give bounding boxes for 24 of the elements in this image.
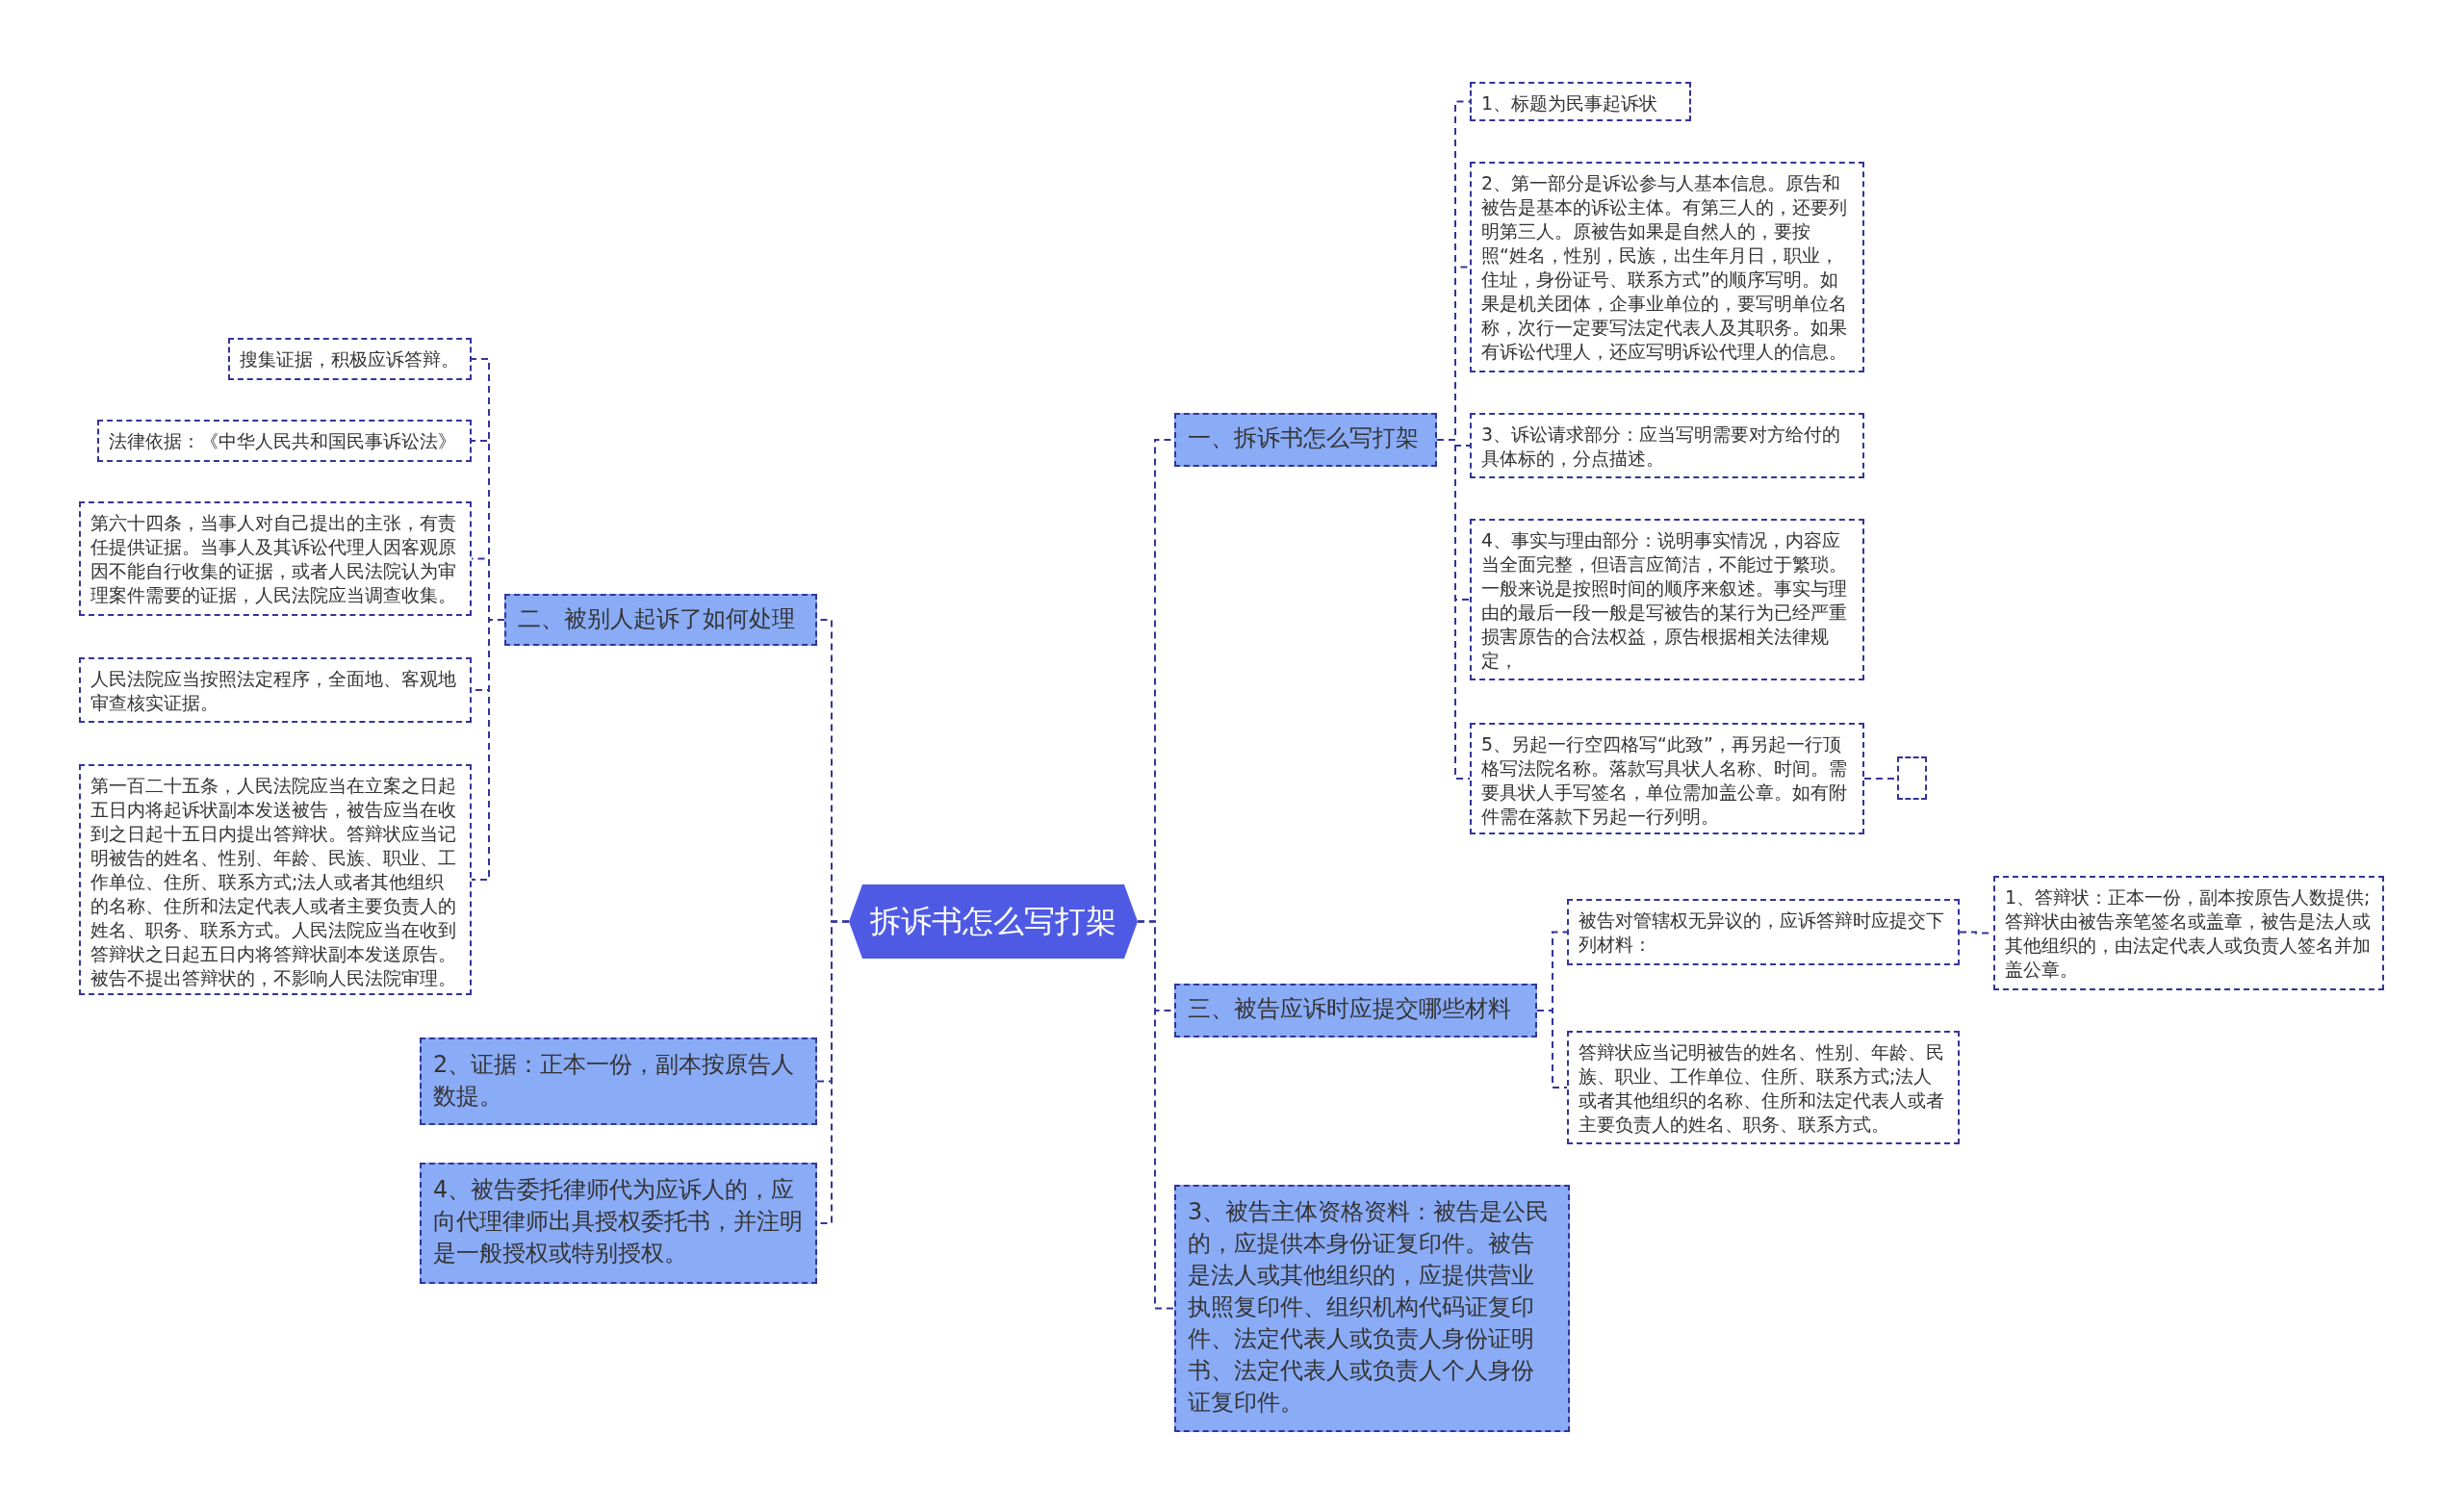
topic-box: 4、被告委托律师代为应诉人的，应向代理律师出具授权委托书，并注明是一般授权或特别授权。 (420, 1163, 817, 1284)
note-box: 1、标题为民事起诉状 (1470, 82, 1691, 121)
empty-box (1897, 756, 1927, 800)
note-box: 4、事实与理由部分：说明事实情况，内容应当全面完整，但语言应简洁，不能过于繁琐。一般来说是按照时间的顺序来叙述。事实与理由的最后一段一般是写被告的某行为已经严重损害原告的合法权益，原告根据相关法律规定， (1470, 519, 1864, 680)
connector-line (471, 619, 505, 881)
connector-line (1536, 1010, 1568, 1088)
note-box: 第六十四条，当事人对自己提出的主张，有责任提供证据。当事人及其诉讼代理人因客观原因不能自行收集的证据，或者人民法院认为审理案件需要的证据，人民法院应当调查收集。 (79, 501, 472, 616)
topic-box: 一、拆诉书怎么写打架 (1174, 413, 1437, 467)
topic-box: 三、被告应诉时应提交哪些材料 (1174, 984, 1537, 1037)
central-topic: 拆诉书怎么写打架 (849, 884, 1138, 959)
note-box: 第一百二十五条，人民法院应当在立案之日起五日内将起诉状副本发送被告，被告应当在收到之日起十五日内提出答辩状。答辩状应当记明被告的姓名、性别、年龄、民族、职业、工作单位、住所、联系方式;法人或者其他组织的名称、住所和法定代表人或者主要负责人的姓名、职务、联系方式。人民法院应当在收到答辩状之日起五日内将答辩状副本发送原告。被告不提出答辩状的，不影响人民法院审理。 (79, 764, 472, 995)
note-box: 1、答辩状：正本一份，副本按原告人数提供;答辩状由被告亲笔签名或盖章，被告是法人或其他组织的，由法定代表人或负责人签名并加盖公章。 (1993, 876, 2384, 990)
note-box: 答辩状应当记明被告的姓名、性别、年龄、民族、职业、工作单位、住所、联系方式;法人或者其他组织的名称、住所和法定代表人或者主要负责人的姓名、职务、联系方式。 (1567, 1031, 1960, 1144)
note-box: 人民法院应当按照法定程序，全面地、客观地审查核实证据。 (79, 657, 472, 723)
note-box: 法律依据：《中华人民共和国民事诉讼法》 (97, 420, 472, 462)
note-box: 搜集证据，积极应诉答辩。 (228, 338, 472, 380)
note-box: 2、第一部分是诉讼参与人基本信息。原告和被告是基本的诉讼主体。有第三人的，还要列明第三人。原被告如果是自然人的，要按照“姓名，性别，民族，出生年月日，职业，住址，身份证号、联系方式”的顺序写明。如果是机关团体，企事业单位的，要写明单位名称，次行一定要写法定代表人及其职务。如果有诉讼代理人，还应写明诉讼代理人的信息。 (1470, 162, 1864, 372)
topic-box: 2、证据：正本一份，副本按原告人数提。 (420, 1037, 817, 1125)
note-box: 被告对管辖权无异议的，应诉答辩时应提交下列材料： (1567, 899, 1960, 965)
topic-box: 3、被告主体资格资料：被告是公民的，应提供本身份证复印件。被告是法人或其他组织的，应提供营业执照复印件、组织机构代码证复印件、法定代表人或负责人身份证明书、法定代表人或负责人个人身份证复印件。 (1174, 1185, 1570, 1432)
note-box: 5、另起一行空四格写“此致”，再另起一行顶格写法院名称。落款写具状人名称、时间。需要具状人手写签名，单位需加盖公章。如有附件需在落款下另起一行列明。 (1470, 723, 1864, 834)
note-box: 3、诉讼请求部分：应当写明需要对方给付的具体标的，分点描述。 (1470, 413, 1864, 478)
topic-box: 二、被别人起诉了如何处理 (504, 594, 817, 646)
connector-line (1137, 920, 1175, 1310)
